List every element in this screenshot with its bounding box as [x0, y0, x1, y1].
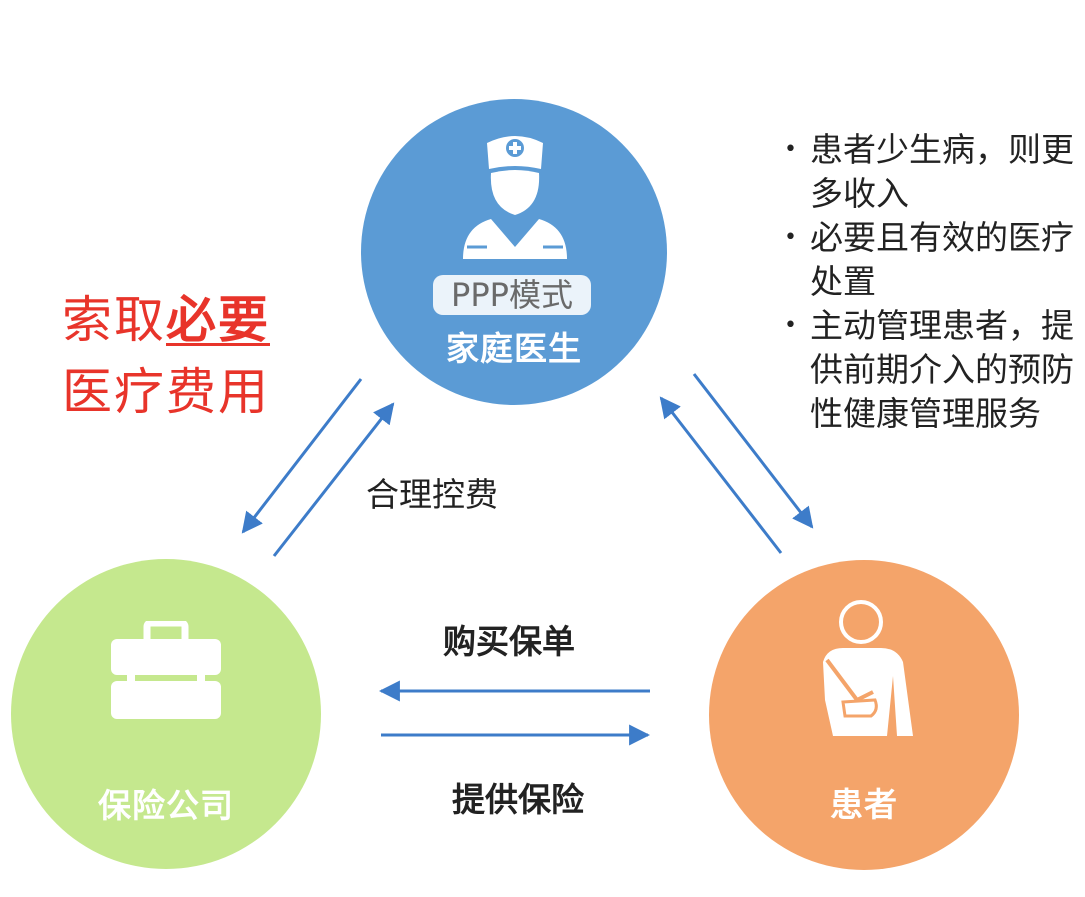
injured-patient-icon: [823, 600, 913, 736]
arrow-doctor-to-insurer: [241, 378, 363, 534]
arrow-patient-to-doctor: [659, 396, 783, 554]
benefit-item: 必要且有效的医疗处置: [784, 216, 1084, 304]
benefit-item: 主动管理患者，提供前期介入的预防性健康管理服务: [784, 304, 1084, 436]
benefit-list: 患者少生病，则更多收入 必要且有效的医疗处置 主动管理患者，提供前期介入的预防性…: [784, 128, 1084, 436]
briefcase-icon: [111, 621, 221, 719]
patient-node: 患者: [709, 560, 1019, 870]
slogan-line1: 索取必要: [62, 290, 270, 350]
insurer-node: 保险公司: [11, 559, 321, 869]
slogan-prefix: 索取: [62, 291, 166, 349]
patient-label: 患者: [830, 785, 898, 824]
insurer-label: 保险公司: [98, 786, 234, 825]
ppp-mode-tag: PPP模式: [433, 275, 591, 315]
doctor-label: 家庭医生: [446, 329, 582, 368]
slogan-line2: 医疗费用: [62, 363, 270, 421]
cost-control-label: 合理控费: [366, 475, 498, 514]
doctor-icon: [463, 136, 567, 259]
arrow-insurer-to-doctor: [272, 402, 395, 557]
provide-insurance-label: 提供保险: [452, 780, 584, 819]
arrow-doctor-to-patient: [692, 373, 814, 529]
buy-policy-label: 购买保单: [443, 622, 575, 661]
benefit-item: 患者少生病，则更多收入: [784, 128, 1084, 216]
doctor-node: PPP模式 家庭医生: [361, 99, 667, 405]
slogan-emphasis: 必要: [166, 291, 270, 349]
